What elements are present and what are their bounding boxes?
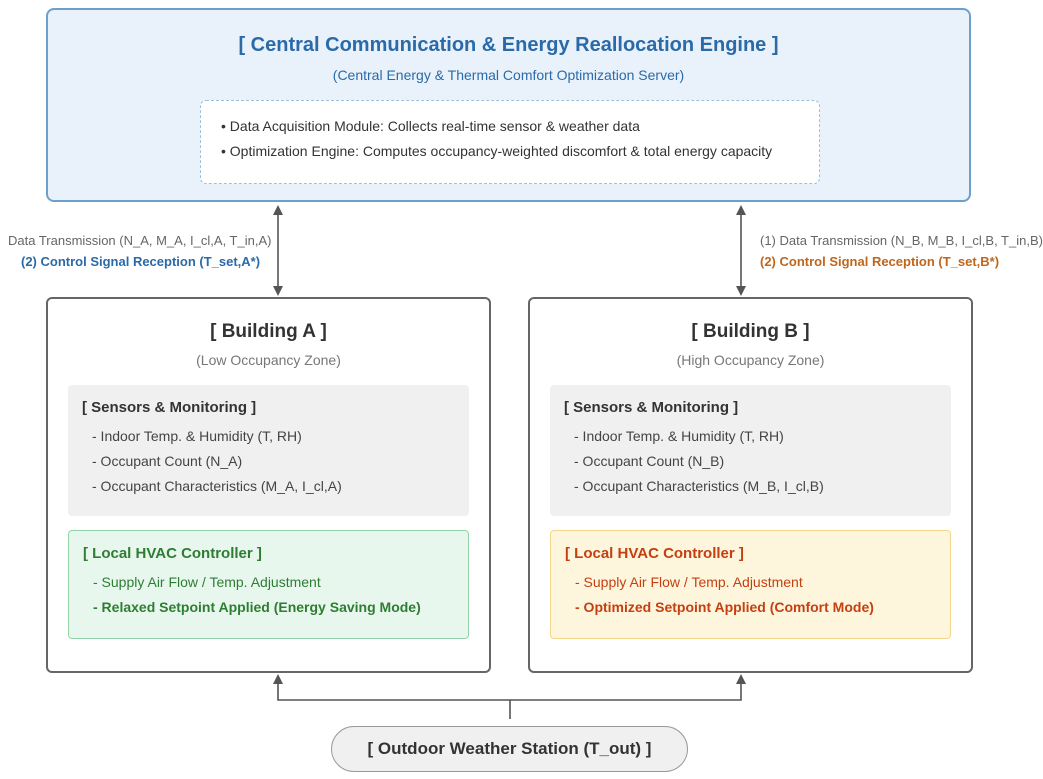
hvac-item-mode: - Relaxed Setpoint Applied (Energy Savin… <box>93 599 421 615</box>
station-feed-line-b <box>510 674 746 701</box>
link-b-data-label: (1) Data Transmission (N_B, M_B, I_cl,B,… <box>760 233 1043 248</box>
sensor-item: - Indoor Temp. & Humidity (T, RH) <box>574 428 784 444</box>
building-b-subtitle: (High Occupancy Zone) <box>676 352 825 368</box>
sensor-item: - Occupant Count (N_A) <box>92 453 243 469</box>
link-a-control-label: (2) Control Signal Reception (T_set,A*) <box>21 254 261 269</box>
sensors-title: [ Sensors & Monitoring ] <box>564 399 739 416</box>
building-b-title: [ Building B ] <box>691 321 810 342</box>
hvac-item: - Supply Air Flow / Temp. Adjustment <box>93 574 321 590</box>
hvac-title: [ Local HVAC Controller ] <box>565 545 744 562</box>
building-a-box: [ Building A ] (Low Occupancy Zone) [ Se… <box>46 297 491 673</box>
building-a-hvac-panel: [ Local HVAC Controller ] - Supply Air F… <box>68 530 469 639</box>
link-b-control-label: (2) Control Signal Reception (T_set,B*) <box>760 254 1000 269</box>
outdoor-weather-station: [ Outdoor Weather Station (T_out) ] <box>331 726 688 772</box>
sensor-item: - Occupant Characteristics (M_A, I_cl,A) <box>92 478 342 494</box>
server-modules-box: • Data Acquisition Module: Collects real… <box>200 100 820 184</box>
building-b-sensors-panel: [ Sensors & Monitoring ] - Indoor Temp. … <box>550 385 951 516</box>
module-optimization-engine: • Optimization Engine: Computes occupanc… <box>221 143 773 159</box>
station-feed-line <box>273 674 511 719</box>
central-server-box: [ Central Communication & Energy Realloc… <box>46 8 971 202</box>
sensor-item: - Occupant Count (N_B) <box>574 453 725 469</box>
hvac-title: [ Local HVAC Controller ] <box>83 545 262 562</box>
building-b-hvac-panel: [ Local HVAC Controller ] - Supply Air F… <box>550 530 951 639</box>
sensor-item: - Occupant Characteristics (M_B, I_cl,B) <box>574 478 824 494</box>
sensor-item: - Indoor Temp. & Humidity (T, RH) <box>92 428 302 444</box>
module-data-acquisition: • Data Acquisition Module: Collects real… <box>221 118 640 134</box>
building-a-sensors-panel: [ Sensors & Monitoring ] - Indoor Temp. … <box>68 385 469 516</box>
hvac-item-mode: - Optimized Setpoint Applied (Comfort Mo… <box>575 599 874 615</box>
hvac-item: - Supply Air Flow / Temp. Adjustment <box>575 574 803 590</box>
building-b-box: [ Building B ] (High Occupancy Zone) [ S… <box>528 297 973 673</box>
link-a-data-label: Data Transmission (N_A, M_A, I_cl,A, T_i… <box>8 233 272 248</box>
server-subtitle: (Central Energy & Thermal Comfort Optimi… <box>332 67 685 83</box>
building-a-subtitle: (Low Occupancy Zone) <box>196 352 341 368</box>
sensors-title: [ Sensors & Monitoring ] <box>82 399 257 416</box>
server-title: [ Central Communication & Energy Realloc… <box>238 34 779 56</box>
building-a-title: [ Building A ] <box>210 321 327 342</box>
